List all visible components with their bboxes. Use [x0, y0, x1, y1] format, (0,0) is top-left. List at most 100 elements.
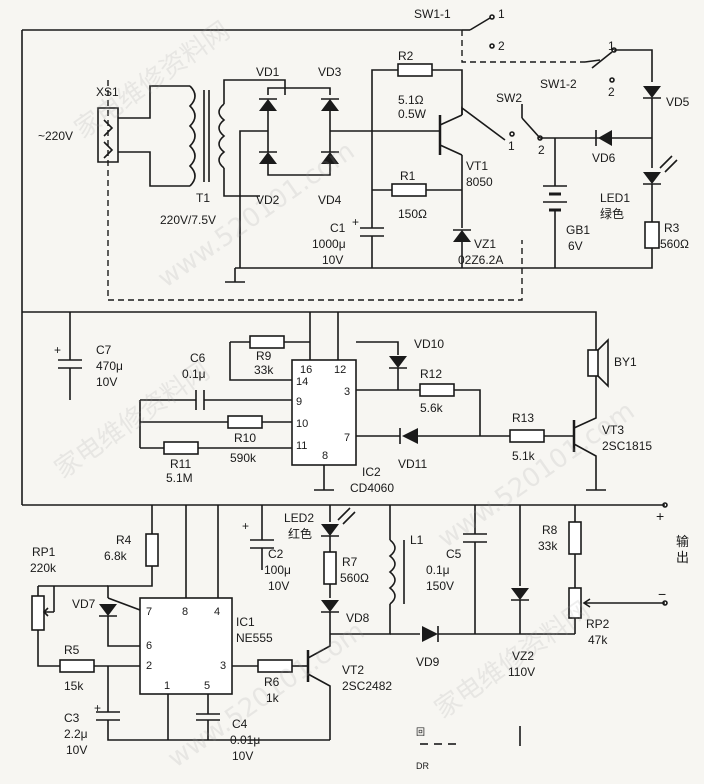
gb1-value: 6V — [568, 239, 583, 253]
vd3-label: VD3 — [318, 65, 342, 79]
vz1-model: 02Z6.2A — [458, 253, 504, 267]
c3-value: 2.2μ — [64, 727, 88, 741]
by1-label: BY1 — [614, 355, 637, 369]
sw2-pos1: 1 — [508, 139, 515, 153]
vt2-label: VT2 — [342, 663, 365, 677]
r11-value: 5.1M — [166, 471, 193, 485]
ic1-pin6: 6 — [146, 640, 153, 652]
sw1-2-pos2: 2 — [608, 85, 615, 99]
ic2-pin3: 3 — [344, 386, 351, 398]
r10-label: R10 — [234, 431, 257, 445]
sw1-1-pos1: 1 — [498, 7, 505, 21]
led1-label: LED1 — [600, 191, 631, 205]
ic2-pin8: 8 — [322, 450, 329, 462]
c3-voltage: 10V — [66, 743, 88, 757]
ic1-pin1: 1 — [164, 680, 171, 692]
vt3-label: VT3 — [602, 423, 625, 437]
vd7-label: VD7 — [72, 597, 96, 611]
r1-label: R1 — [400, 169, 416, 183]
mains-input-label: ~220V — [38, 129, 74, 143]
vd9-label: VD9 — [416, 655, 440, 669]
r12-label: R12 — [420, 367, 443, 381]
vz1-label: VZ1 — [474, 237, 497, 251]
sw2-label: SW2 — [496, 91, 523, 105]
ic2-label: IC2 — [362, 465, 381, 479]
vt1-model: 8050 — [466, 175, 493, 189]
r8-label: R8 — [542, 523, 558, 537]
c2-value: 100μ — [264, 563, 291, 577]
r5-label: R5 — [64, 643, 80, 657]
c6-value: 0.1μ — [182, 367, 206, 381]
vd11-label: VD11 — [398, 457, 428, 471]
legend-a: 回 — [416, 727, 426, 737]
led1-color: 绿色 — [600, 207, 625, 221]
r1-value: 150Ω — [398, 207, 427, 221]
c2-label: C2 — [268, 547, 284, 561]
sw1-1-pos2: 2 — [498, 39, 505, 53]
c1-value: 1000μ — [312, 237, 346, 251]
led2-label: LED2 — [284, 511, 315, 525]
r9-value: 33k — [254, 363, 274, 377]
c5-label: C5 — [446, 547, 462, 561]
r4-label: R4 — [116, 533, 132, 547]
sw1-2-label: SW1-2 — [540, 77, 577, 91]
c3-label: C3 — [64, 711, 80, 725]
ic1-pin5: 5 — [204, 680, 211, 692]
r2-power: 0.5W — [398, 107, 427, 121]
sw1-2-pos1: 1 — [608, 39, 615, 53]
c6-label: C6 — [190, 351, 206, 365]
c7-plus: + — [54, 343, 62, 357]
t1-rating: 220V/7.5V — [160, 213, 217, 227]
ic2-pin10: 10 — [296, 418, 309, 430]
r7-value: 560Ω — [340, 571, 369, 585]
r4-value: 6.8k — [104, 549, 127, 563]
rp2-value: 47k — [588, 633, 608, 647]
legend-b: DR — [416, 761, 429, 771]
rp2-label: RP2 — [586, 617, 610, 631]
c1-label: C1 — [330, 221, 346, 235]
ic2-pin11: 11 — [296, 440, 308, 452]
r9-label: R9 — [256, 349, 272, 363]
r2-value: 5.1Ω — [398, 93, 424, 107]
c4-value: 0.01μ — [230, 733, 261, 747]
r5-value: 15k — [64, 679, 84, 693]
vd2-label: VD2 — [256, 193, 280, 207]
t1-label: T1 — [196, 191, 211, 205]
ic1-pin8: 8 — [182, 606, 189, 618]
ic1-pin7: 7 — [146, 606, 153, 618]
c1-voltage: 10V — [322, 253, 344, 267]
ic1-model: NE555 — [236, 631, 273, 645]
vd1-label: VD1 — [256, 65, 280, 79]
vd6-label: VD6 — [592, 151, 616, 165]
ic1-pin4: 4 — [214, 606, 221, 618]
r13-value: 5.1k — [512, 449, 535, 463]
r6-label: R6 — [264, 675, 280, 689]
r10-value: 590k — [230, 451, 257, 465]
output-label: 输出 — [676, 534, 690, 565]
ic2-pin16: 16 — [300, 364, 313, 376]
vz2-value: 110V — [508, 665, 536, 679]
r2-label: R2 — [398, 49, 414, 63]
ic1-pin3: 3 — [220, 660, 227, 672]
c7-label: C7 — [96, 343, 112, 357]
output-minus: − — [658, 586, 667, 602]
output-plus: + — [656, 508, 665, 524]
c3-plus: + — [94, 701, 102, 715]
ic1-pin2: 2 — [146, 660, 153, 672]
ic2-pin12: 12 — [334, 364, 347, 376]
vz2-label: VZ2 — [512, 649, 535, 663]
sw2-pos2: 2 — [538, 143, 545, 157]
ic2-pin9: 9 — [296, 396, 303, 408]
vt1-label: VT1 — [466, 159, 489, 173]
rp1-label: RP1 — [32, 545, 56, 559]
ic2-model: CD4060 — [350, 481, 395, 495]
r3-value: 560Ω — [660, 237, 689, 251]
xs1-label: XS1 — [96, 85, 119, 99]
sw1-1-label: SW1-1 — [414, 7, 451, 21]
ic2-pin7: 7 — [344, 432, 351, 444]
rp1-value: 220k — [30, 561, 57, 575]
vt3-model: 2SC1815 — [602, 439, 653, 453]
c5-value: 0.1μ — [426, 563, 450, 577]
